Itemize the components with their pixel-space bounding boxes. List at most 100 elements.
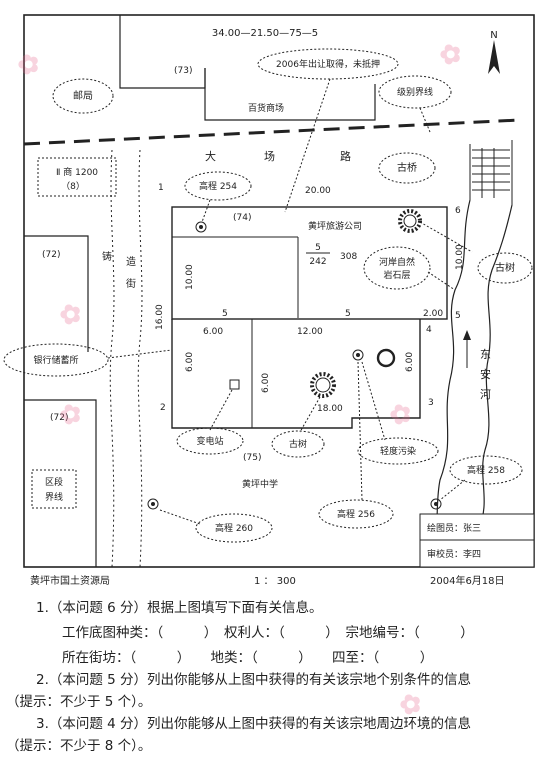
street-label-jie: 街 xyxy=(126,277,136,290)
dimension-6-b: 6.00 xyxy=(185,352,195,372)
drawer-label: 绘图员：张三 xyxy=(427,522,481,534)
district-boundary-callout xyxy=(31,469,77,509)
dept-store-outline xyxy=(204,68,376,121)
slope-label: 轻度污染 xyxy=(380,445,416,457)
checker-label: 审校员：李四 xyxy=(427,548,481,560)
road-label-lu: 路 xyxy=(340,150,351,163)
river-east-bank xyxy=(479,204,513,526)
question-3: 3.（本问题 4 分）列出你能够从上图中获得的有关该宗地周边环境的信息 xyxy=(36,716,472,732)
elev258-label: 高程 258 xyxy=(467,464,505,476)
block-73-outline xyxy=(119,15,206,89)
bank-callout xyxy=(3,343,109,377)
corner-number-2: 2 xyxy=(160,403,166,413)
transfer-callout-label: 2006年出让取得，未抵押 xyxy=(276,58,380,70)
corner-number-5: 5 xyxy=(455,311,461,321)
ancient-bridge-label: 古桥 xyxy=(397,161,417,174)
dimension-5-a: 5 xyxy=(222,309,228,319)
dimension-6-a: 6.00 xyxy=(203,327,223,337)
ancient-tree-icon xyxy=(398,209,422,233)
dimension-12: 12.00 xyxy=(297,327,323,337)
block-72-bottom-label: (72) xyxy=(50,413,68,423)
road-label-da: 大 xyxy=(205,149,216,163)
tree-mid-leader xyxy=(299,396,321,433)
road-label-chang: 场 xyxy=(264,149,275,163)
flow-arrow-icon xyxy=(463,330,471,368)
substation-leader xyxy=(209,389,233,431)
substation-callout xyxy=(176,427,244,455)
elev254-callout xyxy=(184,171,252,201)
parcel-74-outline xyxy=(171,206,448,320)
block-73-label: (73) xyxy=(174,66,192,76)
block-72-bottom-outline xyxy=(24,399,97,567)
cadastral-map: 34.00—21.50—75—5 N (73) 百货商场 邮局 2006年出让取… xyxy=(3,14,535,568)
elev256-leader xyxy=(357,361,363,501)
corner-number-6: 6 xyxy=(455,206,461,216)
corner-number-1: 1 xyxy=(158,183,164,193)
slope-leader xyxy=(361,361,386,441)
foundry-street-left xyxy=(109,149,115,568)
elev260-leader xyxy=(159,509,201,525)
school-label: 黄坪中学 xyxy=(242,478,278,490)
rock-leader xyxy=(427,271,456,291)
elev254-label: 高程 254 xyxy=(199,180,237,192)
north-arrow-icon: N xyxy=(488,30,500,74)
river-label-he: 河 xyxy=(480,388,491,401)
ancient-bridge-icon xyxy=(469,140,513,205)
elevation-point-icon xyxy=(147,498,159,510)
level-boundary-line xyxy=(23,118,521,146)
elev258-leader xyxy=(439,479,466,501)
dimension-6-d: 6.00 xyxy=(405,352,415,372)
elevation-point-icon xyxy=(195,221,207,233)
well-icon xyxy=(376,348,396,368)
district-label-line1: 区段 xyxy=(45,476,63,488)
dimension-20: 20.00 xyxy=(305,186,331,196)
bank-leader xyxy=(107,349,173,359)
building-area-308: 308 xyxy=(340,252,357,262)
question-2-hint: （提示：不少于 5 个）。 xyxy=(6,694,152,710)
boundary-level-leader xyxy=(419,107,431,133)
parcel-75-label: (75) xyxy=(243,453,261,463)
dimension-16: 16.00 xyxy=(155,304,165,330)
corner-number-4: 4 xyxy=(426,325,432,335)
elevation-point-icon xyxy=(352,349,364,361)
elevation-point-icon xyxy=(430,498,442,510)
tree-right-callout xyxy=(477,252,533,284)
tree-right-label: 古树 xyxy=(495,261,515,274)
elev256-callout xyxy=(318,499,394,529)
foundry-street-right xyxy=(137,149,143,568)
north-label: N xyxy=(490,30,497,41)
elev254-leader xyxy=(201,199,211,223)
commerce-callout xyxy=(37,157,117,197)
map-header-code: 34.00—21.50—75—5 xyxy=(212,28,318,39)
dept-store-label: 百货商场 xyxy=(248,102,284,114)
boundary-level-label: 级别界线 xyxy=(397,86,433,98)
parcel-lower-outline xyxy=(171,319,421,429)
fraction-numerator: 5 xyxy=(315,243,321,253)
question-3-hint: （提示：不少于 8 个）。 xyxy=(6,738,152,754)
transfer-callout xyxy=(257,48,399,80)
rock-label-line1: 河岸自然 xyxy=(379,256,415,268)
river-label-an: 安 xyxy=(480,367,491,381)
block-72-top-label: (72) xyxy=(42,250,60,260)
river-west-bank xyxy=(431,199,471,541)
rock-callout xyxy=(363,246,431,290)
footer-scale: 1 ： 300 xyxy=(254,576,296,587)
footer-org: 黄坪市国土资源局 xyxy=(30,576,110,587)
substation-label: 变电站 xyxy=(196,435,223,447)
question-1: 1.（本问题 6 分）根据上图填写下面有关信息。 xyxy=(36,600,323,616)
fraction-denominator: 242 xyxy=(309,257,326,267)
question-2: 2.（本问题 5 分）列出你能够从上图中获得的有关该宗地个别条件的信息 xyxy=(36,672,472,688)
bank-label: 银行储蓄所 xyxy=(33,354,78,366)
tree-mid-label: 古树 xyxy=(289,438,307,450)
map-frame xyxy=(23,14,535,568)
commerce-label-line1: Ⅱ 商 1200 xyxy=(56,166,98,178)
dimension-5-b: 5 xyxy=(345,309,351,319)
slope-callout xyxy=(357,437,439,465)
transfer-callout-leader xyxy=(284,78,331,213)
post-office-callout xyxy=(52,78,114,114)
ancient-tree-icon xyxy=(310,372,336,398)
street-label-zhu: 铸 xyxy=(102,250,112,263)
footer-date: 2004年6月18日 xyxy=(430,576,505,587)
dimension-10-left: 10.00 xyxy=(185,264,195,290)
ancient-bridge-callout xyxy=(378,152,436,184)
